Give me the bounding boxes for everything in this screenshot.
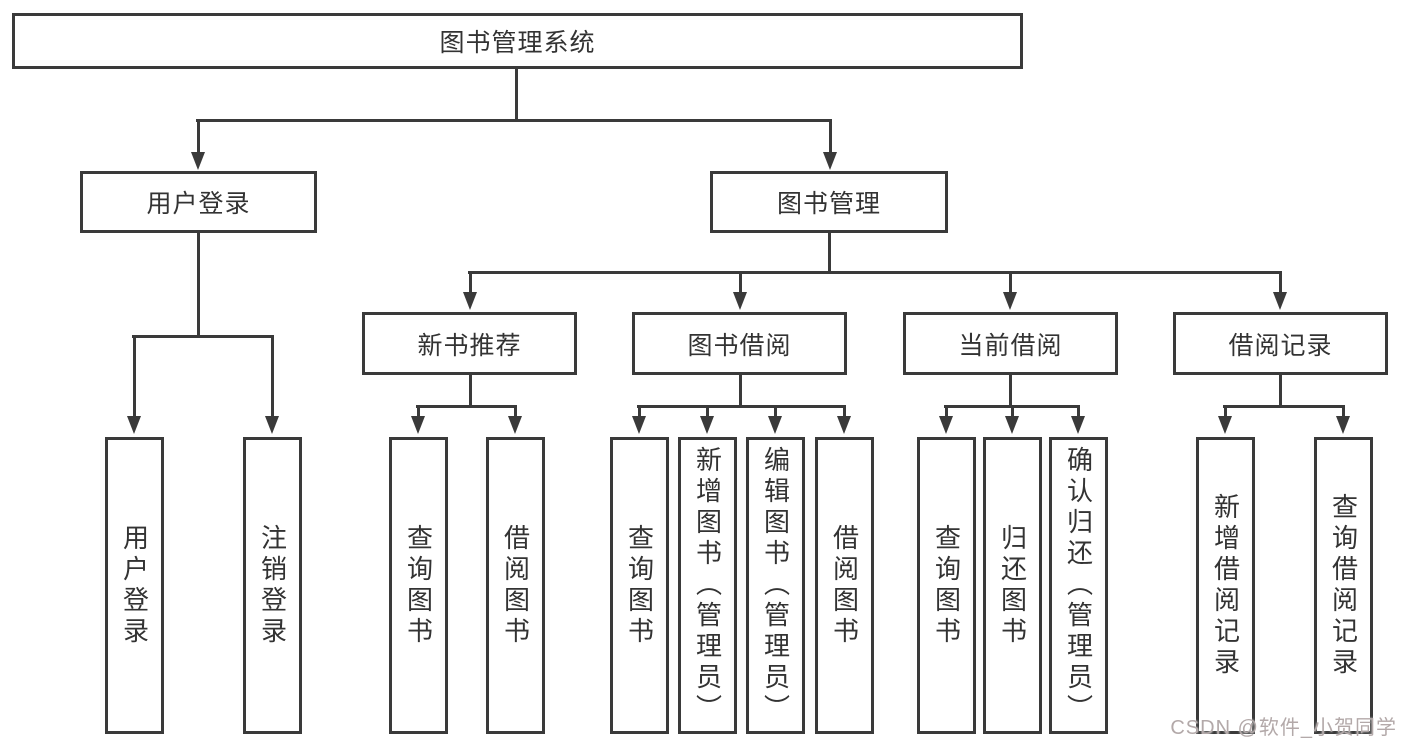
leaf-label: 编辑图书（管理员） (760, 446, 791, 725)
arrow-down-icon (733, 292, 747, 310)
arrow-stem (773, 406, 777, 416)
arrow-down-icon (1218, 416, 1232, 434)
leaf-add-borrow-record: 新增借阅记录 (1196, 437, 1255, 734)
arrow-down-icon (1003, 292, 1017, 310)
leaf-label: 查询图书 (403, 523, 434, 648)
leaf-label: 借阅图书 (500, 523, 531, 648)
connector-vline (1278, 373, 1282, 408)
leaf-label: 查询借阅记录 (1328, 492, 1359, 679)
arrow-stem (1341, 406, 1345, 416)
node-current-borrowing: 当前借阅 (903, 312, 1118, 375)
arrow-stem (416, 406, 420, 416)
arrow-down-icon (632, 416, 646, 434)
node-book-borrowing: 图书借阅 (632, 312, 847, 375)
leaf-user-login: 用户登录 (105, 437, 164, 734)
leaf-query-books-current: 查询图书 (917, 437, 976, 734)
arrow-stem (513, 406, 517, 416)
arrow-stem (842, 406, 846, 416)
connector-vline (514, 67, 518, 122)
connector-vline (1008, 373, 1012, 408)
arrow-stem (738, 272, 742, 292)
arrow-down-icon (1005, 416, 1019, 434)
connector-vline (468, 373, 472, 408)
leaf-borrow-books: 借阅图书 (815, 437, 874, 734)
leaf-label: 归还图书 (997, 523, 1028, 648)
arrow-down-icon (939, 416, 953, 434)
arrow-down-icon (823, 152, 837, 170)
arrow-down-icon (700, 416, 714, 434)
connector-hline (196, 118, 832, 122)
arrow-stem (1008, 272, 1012, 292)
connector-vline (827, 232, 831, 274)
arrow-down-icon (508, 416, 522, 434)
connector-hline (416, 404, 517, 408)
arrow-stem (132, 336, 136, 416)
leaf-label: 查询图书 (931, 523, 962, 648)
arrow-stem (637, 406, 641, 416)
arrow-down-icon (837, 416, 851, 434)
leaf-add-book-admin: 新增图书（管理员） (678, 437, 737, 734)
arrow-down-icon (127, 416, 141, 434)
arrow-stem (1223, 406, 1227, 416)
arrow-down-icon (191, 152, 205, 170)
connector-vline (738, 373, 742, 408)
arrow-stem (270, 336, 274, 416)
leaf-label: 新增借阅记录 (1210, 492, 1241, 679)
arrow-stem (1278, 272, 1282, 292)
node-new-book-recommendation: 新书推荐 (362, 312, 577, 375)
connector-hline (1223, 404, 1345, 408)
arrow-down-icon (265, 416, 279, 434)
connector-vline (196, 232, 200, 338)
leaf-label: 新增图书（管理员） (692, 446, 723, 725)
arrow-down-icon (463, 292, 477, 310)
arrow-down-icon (411, 416, 425, 434)
watermark: CSDN @软件_小贺同学 (1170, 717, 1397, 739)
connector-hline (468, 270, 1282, 274)
leaf-edit-book-admin: 编辑图书（管理员） (746, 437, 805, 734)
node-borrowing-records: 借阅记录 (1173, 312, 1388, 375)
arrow-stem (468, 272, 472, 292)
node-root: 图书管理系统 (12, 13, 1023, 69)
leaf-label: 借阅图书 (829, 523, 860, 648)
leaf-query-borrow-record: 查询借阅记录 (1314, 437, 1373, 734)
arrow-down-icon (1273, 292, 1287, 310)
connector-hline (637, 404, 846, 408)
connector-hline (132, 334, 274, 338)
arrow-stem (705, 406, 709, 416)
arrow-stem (196, 120, 200, 152)
leaf-confirm-return-admin: 确认归还（管理员） (1049, 437, 1108, 734)
leaf-query-books-borrow: 查询图书 (610, 437, 669, 734)
arrow-stem (1076, 406, 1080, 416)
leaf-borrow-books-recommend: 借阅图书 (486, 437, 545, 734)
leaf-query-books-recommend: 查询图书 (389, 437, 448, 734)
leaf-label: 确认归还（管理员） (1063, 446, 1094, 725)
arrow-stem (1010, 406, 1014, 416)
arrow-stem (828, 120, 832, 152)
leaf-label: 用户登录 (119, 523, 150, 648)
arrow-stem (944, 406, 948, 416)
leaf-label: 查询图书 (624, 523, 655, 648)
node-book-management: 图书管理 (710, 171, 948, 233)
leaf-label: 注销登录 (257, 523, 288, 648)
leaf-logout: 注销登录 (243, 437, 302, 734)
arrow-down-icon (1336, 416, 1350, 434)
leaf-return-book: 归还图书 (983, 437, 1042, 734)
arrow-down-icon (768, 416, 782, 434)
arrow-down-icon (1071, 416, 1085, 434)
node-user-login: 用户登录 (80, 171, 317, 233)
